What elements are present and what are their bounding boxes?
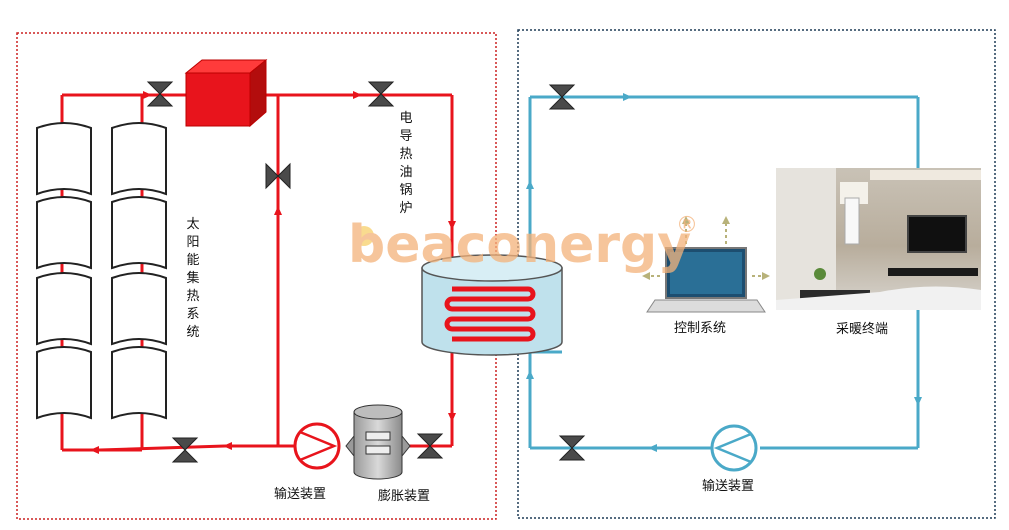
svg-text:阳: 阳	[186, 235, 199, 250]
boiler-icon	[184, 58, 268, 128]
svg-text:电: 电	[399, 111, 412, 126]
laptop-icon	[646, 247, 766, 313]
solar-collector-panel	[111, 346, 167, 420]
solar-collector-panel	[36, 346, 92, 420]
solar-collector-panel	[36, 272, 92, 346]
valve-icon	[367, 81, 395, 107]
svg-text:集: 集	[186, 270, 199, 286]
solar-collector-panel	[111, 196, 167, 270]
svg-text:热: 热	[399, 147, 412, 162]
valve-icon	[416, 433, 444, 459]
svg-text:锅: 锅	[399, 182, 412, 198]
watermark-registered: ®	[676, 213, 698, 238]
pump-label-left: 输送装置	[274, 486, 326, 502]
valve-icon	[265, 162, 291, 190]
solar-collector-panel	[111, 122, 167, 196]
svg-text:统: 统	[186, 325, 199, 340]
svg-text:系: 系	[186, 307, 199, 322]
expansion-tank-icon	[345, 404, 411, 480]
heat-exchanger-icon	[421, 254, 563, 356]
heating-terminal-image	[776, 168, 981, 310]
valve-icon	[171, 437, 199, 463]
pump-label-right: 输送装置	[702, 478, 754, 494]
pump-icon	[710, 424, 758, 472]
solar-collector-panel	[111, 272, 167, 346]
control-signal-arrows	[642, 216, 770, 280]
valve-icon	[146, 81, 174, 107]
pump-icon	[293, 422, 341, 470]
svg-text:热: 热	[186, 289, 199, 304]
expansion-label: 膨胀装置	[378, 489, 430, 504]
valve-icon	[558, 435, 586, 461]
control-label: 控制系统	[674, 321, 726, 336]
solar-collector-panel	[36, 122, 92, 196]
solar-collector-array	[36, 122, 167, 420]
solar-collector-panel	[36, 196, 92, 270]
svg-text:能: 能	[186, 253, 199, 268]
svg-text:油: 油	[399, 165, 412, 180]
svg-text:导: 导	[399, 129, 412, 144]
heating-terminal-label: 采暖终端	[836, 321, 888, 337]
watermark-text: beaconergy	[348, 215, 691, 275]
valve-icon	[548, 84, 576, 110]
svg-text:炉: 炉	[399, 201, 412, 216]
brand-watermark: beaconergy ®	[348, 213, 698, 275]
svg-text:太: 太	[186, 217, 199, 232]
